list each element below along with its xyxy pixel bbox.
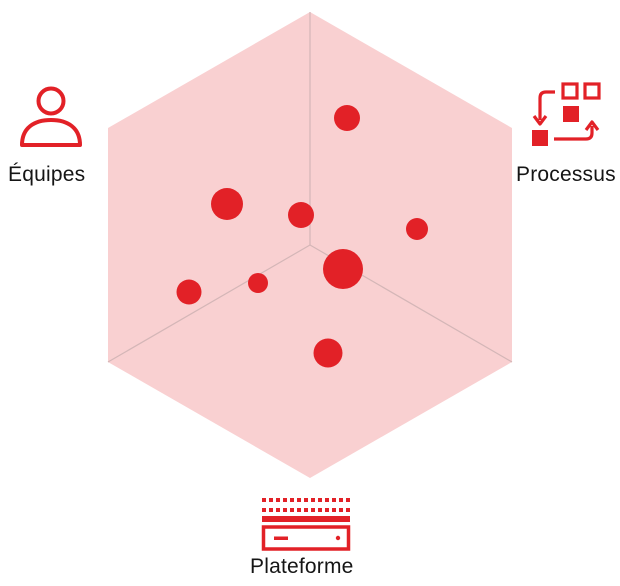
dot [323,249,363,289]
dot [248,273,268,293]
dot [406,218,428,240]
person-icon [20,86,82,147]
label-platform: Plateforme [250,555,354,578]
label-teams: Équipes [8,163,86,186]
divider-bottom-left [107,244,311,363]
dot [211,188,243,220]
process-flow-icon [532,82,601,146]
server-platform-icon [261,498,351,551]
label-process: Processus [516,163,616,186]
dot [313,338,343,368]
dot [176,279,202,305]
dot [334,105,360,131]
dot [288,202,314,228]
dot-group [176,105,428,368]
